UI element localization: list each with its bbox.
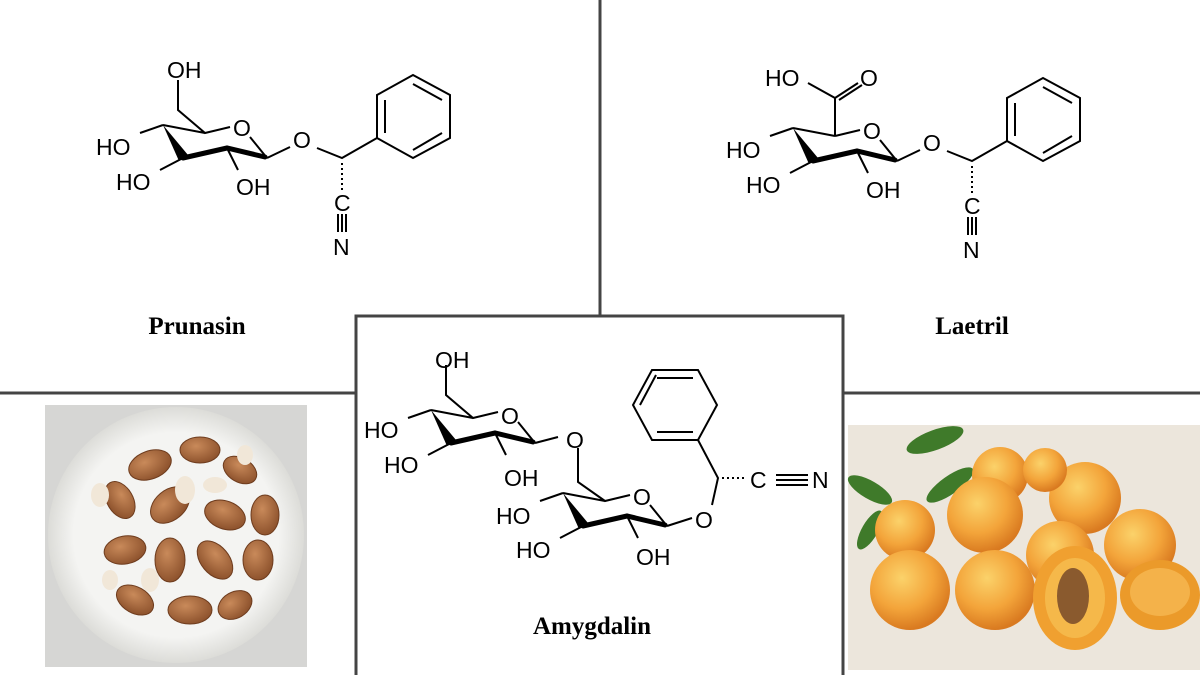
atom-label: HO	[384, 452, 419, 478]
atom-label: HO	[746, 172, 781, 198]
almond-bowl-photo	[45, 405, 307, 667]
atom-label: C	[334, 190, 351, 216]
atom-label: HO	[516, 537, 551, 563]
atom-label: HO	[765, 65, 800, 91]
atom-label: OH	[435, 347, 470, 373]
prunasin-structure: OH HO HO OH O O C N	[96, 57, 451, 260]
atom-label: C	[964, 193, 981, 219]
atom-label: HO	[116, 169, 151, 195]
atom-label: O	[566, 427, 584, 453]
atom-label: HO	[726, 137, 761, 163]
atom-label: O	[633, 484, 651, 510]
atom-label: OH	[866, 177, 901, 203]
atom-label: C	[750, 467, 767, 493]
atom-label: OH	[636, 544, 671, 570]
atom-label: O	[923, 130, 941, 156]
laetril-label: Laetril	[935, 313, 1009, 340]
atom-label: O	[860, 65, 878, 91]
atom-label: HO	[496, 503, 531, 529]
amygdalin-label: Amygdalin	[533, 613, 651, 640]
atom-label: HO	[96, 134, 131, 160]
atom-label: N	[812, 467, 829, 493]
atom-label: O	[293, 127, 311, 153]
atom-label: OH	[236, 174, 271, 200]
atom-label: O	[863, 118, 881, 144]
amygdalin-structure: OH HO HO OH O O HO HO OH O O C N	[364, 347, 829, 570]
laetril-structure: HO O HO HO OH O O C N	[726, 65, 1081, 263]
atom-label: O	[695, 507, 713, 533]
atom-label: O	[501, 403, 519, 429]
amygdalin-box	[354, 314, 845, 675]
atom-label: N	[333, 234, 350, 260]
atom-label: O	[233, 115, 251, 141]
atom-label: OH	[167, 57, 202, 83]
prunasin-label: Prunasin	[148, 313, 245, 340]
atom-label: HO	[364, 417, 399, 443]
atom-label: N	[963, 237, 980, 263]
atom-label: OH	[504, 465, 539, 491]
apricots-photo	[847, 425, 1200, 670]
